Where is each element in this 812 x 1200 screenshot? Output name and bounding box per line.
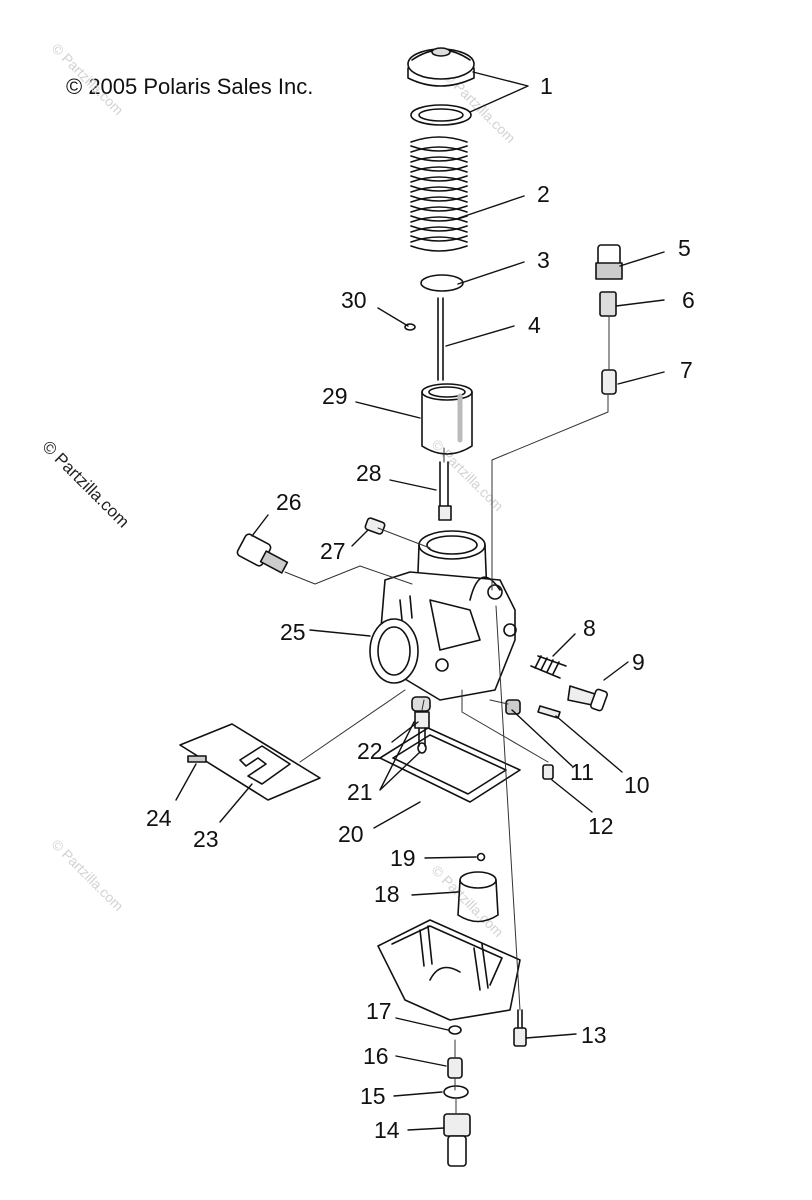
callout-3: 3 [537, 247, 550, 273]
callout-29: 29 [322, 383, 348, 409]
part-jet-12 [542, 764, 554, 780]
callout-18: 18 [374, 881, 400, 907]
part-fitting-5 [595, 244, 623, 280]
callout-28: 28 [356, 460, 382, 486]
part-float-18 [457, 871, 499, 923]
part-cap [407, 47, 475, 126]
part-float-bowl [377, 919, 521, 1021]
carburetor-body [369, 530, 517, 701]
part-needle-jet-21 [414, 711, 430, 754]
part-plunger-26 [236, 533, 289, 574]
callout-22: 22 [357, 738, 383, 764]
callout-26: 26 [276, 489, 302, 515]
callout-6: 6 [682, 287, 695, 313]
part-needle [437, 297, 444, 381]
part-oring-15 [443, 1085, 469, 1099]
callout-13: 13 [581, 1022, 607, 1048]
callout-7: 7 [680, 357, 693, 383]
callout-16: 16 [363, 1043, 389, 1069]
part-spring-11 [505, 699, 521, 715]
callout-1: 1 [540, 73, 553, 99]
callout-8: 8 [583, 615, 596, 641]
part-spring-8 [530, 655, 567, 679]
callout-14: 14 [374, 1117, 400, 1143]
leader-lines [175, 71, 665, 1131]
callout-21: 21 [347, 779, 373, 805]
callout-30: 30 [341, 287, 367, 313]
callout-25: 25 [280, 619, 306, 645]
callout-labels: 1 2 3 4 5 6 7 8 9 10 11 12 13 14 15 16 1… [146, 73, 695, 1143]
callout-4: 4 [528, 312, 541, 338]
callout-15: 15 [360, 1083, 386, 1109]
callout-23: 23 [193, 826, 219, 852]
callout-11: 11 [570, 759, 594, 785]
callout-5: 5 [678, 235, 691, 261]
part-jet-16 [447, 1057, 463, 1079]
part-plate [420, 274, 464, 292]
part-drain-14 [443, 1113, 471, 1167]
callout-24: 24 [146, 805, 172, 831]
part-washer-17 [448, 1025, 462, 1035]
part-screw-13 [513, 1009, 527, 1047]
part-washer-22 [411, 696, 431, 712]
part-ball-19 [476, 852, 486, 862]
part-gasket-20 [379, 727, 521, 803]
part-spring [410, 136, 468, 252]
callout-27: 27 [320, 538, 346, 564]
part-screw-28 [438, 461, 452, 521]
callout-17: 17 [366, 998, 392, 1024]
callout-19: 19 [390, 845, 416, 871]
callout-10: 10 [624, 772, 650, 798]
callout-9: 9 [632, 649, 645, 675]
part-gasket-24 [179, 723, 321, 801]
part-clip [404, 323, 416, 331]
callout-20: 20 [338, 821, 364, 847]
part-jet-7 [601, 369, 617, 395]
callout-12: 12 [588, 813, 614, 839]
part-spring-6 [599, 291, 617, 317]
part-screw-9 [567, 685, 609, 712]
part-screw-27 [364, 517, 386, 535]
copyright-notice: © 2005 Polaris Sales Inc. [66, 74, 314, 99]
part-slide [421, 383, 473, 455]
callout-2: 2 [537, 181, 550, 207]
assembly-guide-lines [284, 315, 610, 1115]
